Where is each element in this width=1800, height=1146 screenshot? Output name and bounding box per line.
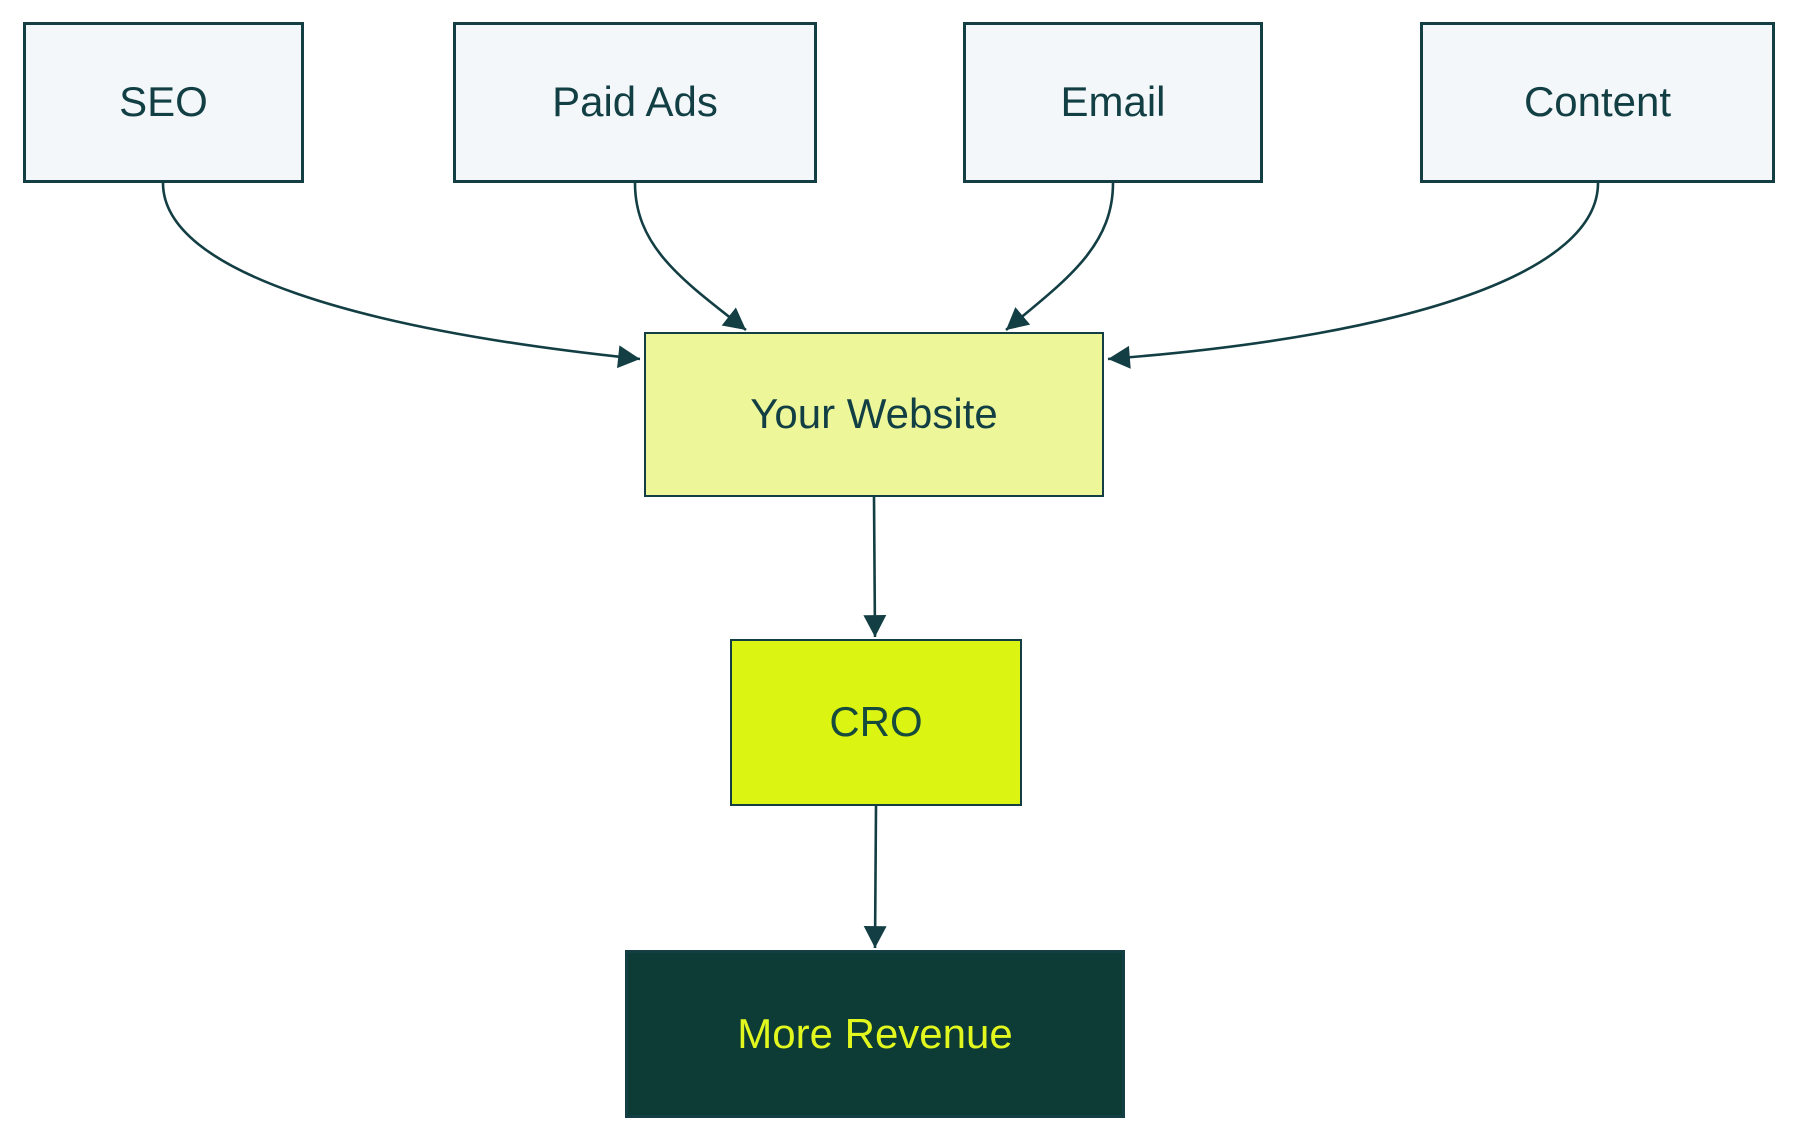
node-email: Email [963,22,1263,183]
node-your-website: Your Website [644,332,1104,497]
node-paid-ads: Paid Ads [453,22,817,183]
edge-content-to-your-website [1107,182,1600,369]
edge-email-to-your-website [1005,182,1115,331]
node-paid-ads-label: Paid Ads [552,78,718,126]
edge-paid-ads-to-your-website [633,182,747,332]
node-cro: CRO [730,639,1022,806]
node-more-revenue: More Revenue [625,950,1125,1118]
node-more-revenue-label: More Revenue [737,1009,1013,1057]
edge-seo-to-your-website [161,182,641,369]
node-cro-label: CRO [829,698,923,746]
node-content-label: Content [1523,78,1672,126]
node-your-website-label: Your Website [750,390,998,438]
edge-your-website-to-cro [863,496,887,638]
edge-cro-to-more-revenue [863,805,887,949]
node-seo: SEO [23,22,304,183]
node-content: Content [1420,22,1775,183]
node-seo-label: SEO [119,78,208,126]
node-email-label: Email [1060,78,1166,126]
